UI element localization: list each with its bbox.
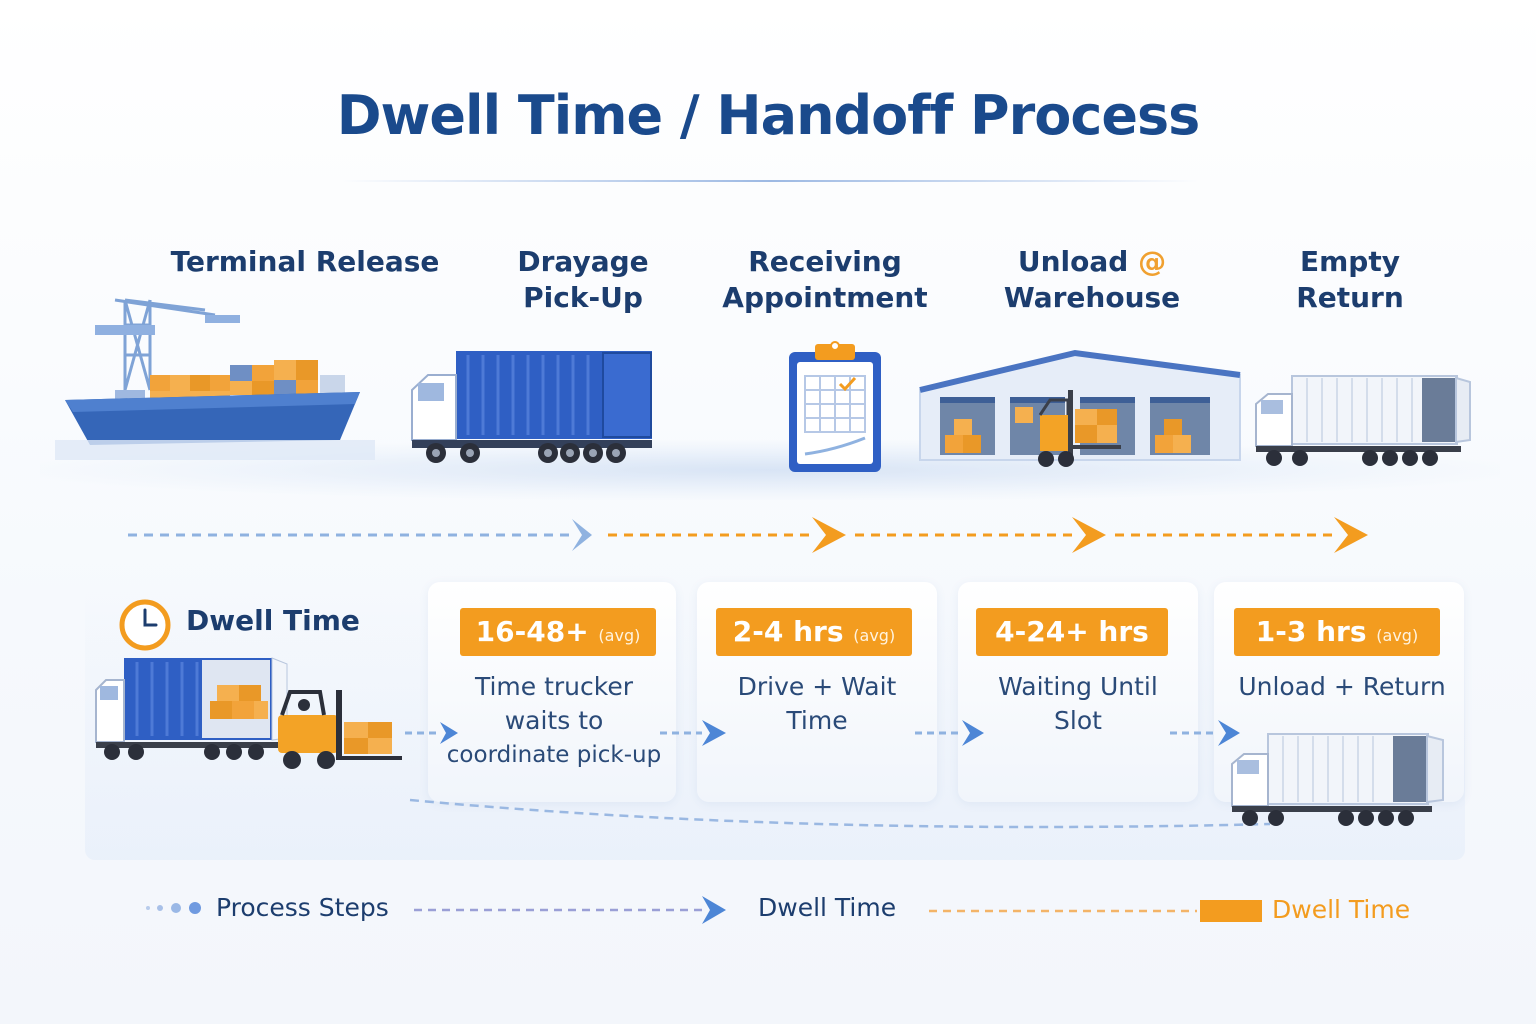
return-trailer-truck-icon [1231, 733, 1444, 826]
step-label-terminal-release: Terminal Release [155, 244, 455, 280]
description-line: coordinate pick-up [446, 742, 662, 768]
description-line: Slot [1054, 706, 1102, 735]
step-label-empty-return: Empty Return [1200, 244, 1500, 316]
forklift-shape [1038, 390, 1121, 467]
process-flow-arrows [128, 517, 1368, 553]
dwell-description-1: Time trucker waits to coordinate pick-up [432, 670, 676, 772]
dwell-time-heading: Dwell Time [186, 604, 360, 637]
truck-unloading-icon [95, 657, 402, 769]
dwell-value: 16-48+ [475, 615, 589, 648]
step-label-receiving-appointment: Receiving Appointment [675, 244, 975, 316]
warehouse-forklift-icon [919, 349, 1241, 467]
dwell-connector-arrows [405, 720, 1271, 829]
at-symbol: @ [1138, 245, 1167, 278]
dwell-badge-3: 4-24+ hrs [976, 608, 1168, 656]
dwell-description-2: Drive + Wait Time [697, 670, 937, 738]
step-label-line: Return [1296, 281, 1404, 314]
clock-icon [119, 599, 171, 651]
dwell-badge-1: 16-48+ (avg) [460, 608, 656, 656]
dwell-badge-2: 2-4 hrs (avg) [716, 608, 912, 656]
description-line: Unload + Return [1238, 672, 1446, 701]
clipboard-calendar-icon [789, 341, 881, 472]
legend-blue-dashed-arrow [414, 896, 726, 924]
empty-trailer-truck-icon [1255, 375, 1471, 466]
process-steps-dots-icon [146, 902, 201, 914]
dwell-unit-note: (avg) [598, 626, 641, 645]
title-divider [340, 180, 1200, 182]
container-truck-icon [411, 351, 652, 463]
description-line: Time [786, 706, 848, 735]
dwell-badge-4: 1-3 hrs (avg) [1234, 608, 1440, 656]
step-label-line: Unload [1017, 245, 1129, 278]
dwell-unit-note: (avg) [853, 626, 896, 645]
legend-process-steps: Process Steps [216, 893, 389, 922]
dwell-description-4: Unload + Return [1214, 670, 1470, 704]
step-label-line: Drayage [517, 245, 649, 278]
step-label-line: Receiving [748, 245, 902, 278]
legend-dwell-time-dashed: Dwell Time [758, 893, 897, 922]
step-label-unload-warehouse: Unload @ Warehouse [942, 244, 1242, 316]
description-line: Time trucker [474, 672, 634, 701]
step-label-line: Empty [1300, 245, 1400, 278]
dwell-value: 1-3 hrs [1255, 615, 1367, 648]
step-label-line: Terminal Release [170, 245, 440, 278]
description-line: Waiting Until [998, 672, 1158, 701]
page-title: Dwell Time / Handoff Process [336, 84, 1201, 147]
step-label-line: Pick-Up [523, 281, 643, 314]
description-line: Drive + Wait [737, 672, 897, 701]
step-label-line: Warehouse [1003, 281, 1181, 314]
cargo-ship-icon [55, 298, 375, 460]
dwell-description-3: Waiting Until Slot [958, 670, 1198, 738]
dwell-value: 2-4 hrs [732, 615, 844, 648]
legend-dwell-time-bar: Dwell Time [1272, 895, 1411, 924]
step-label-line: Appointment [722, 281, 928, 314]
step-label-drayage-pickup: Drayage Pick-Up [433, 244, 733, 316]
dwell-value: 4-24+ hrs [995, 615, 1149, 648]
dwell-unit-note: (avg) [1376, 626, 1419, 645]
description-line: waits to [504, 706, 604, 735]
legend-orange-dashed-bar [929, 900, 1262, 922]
